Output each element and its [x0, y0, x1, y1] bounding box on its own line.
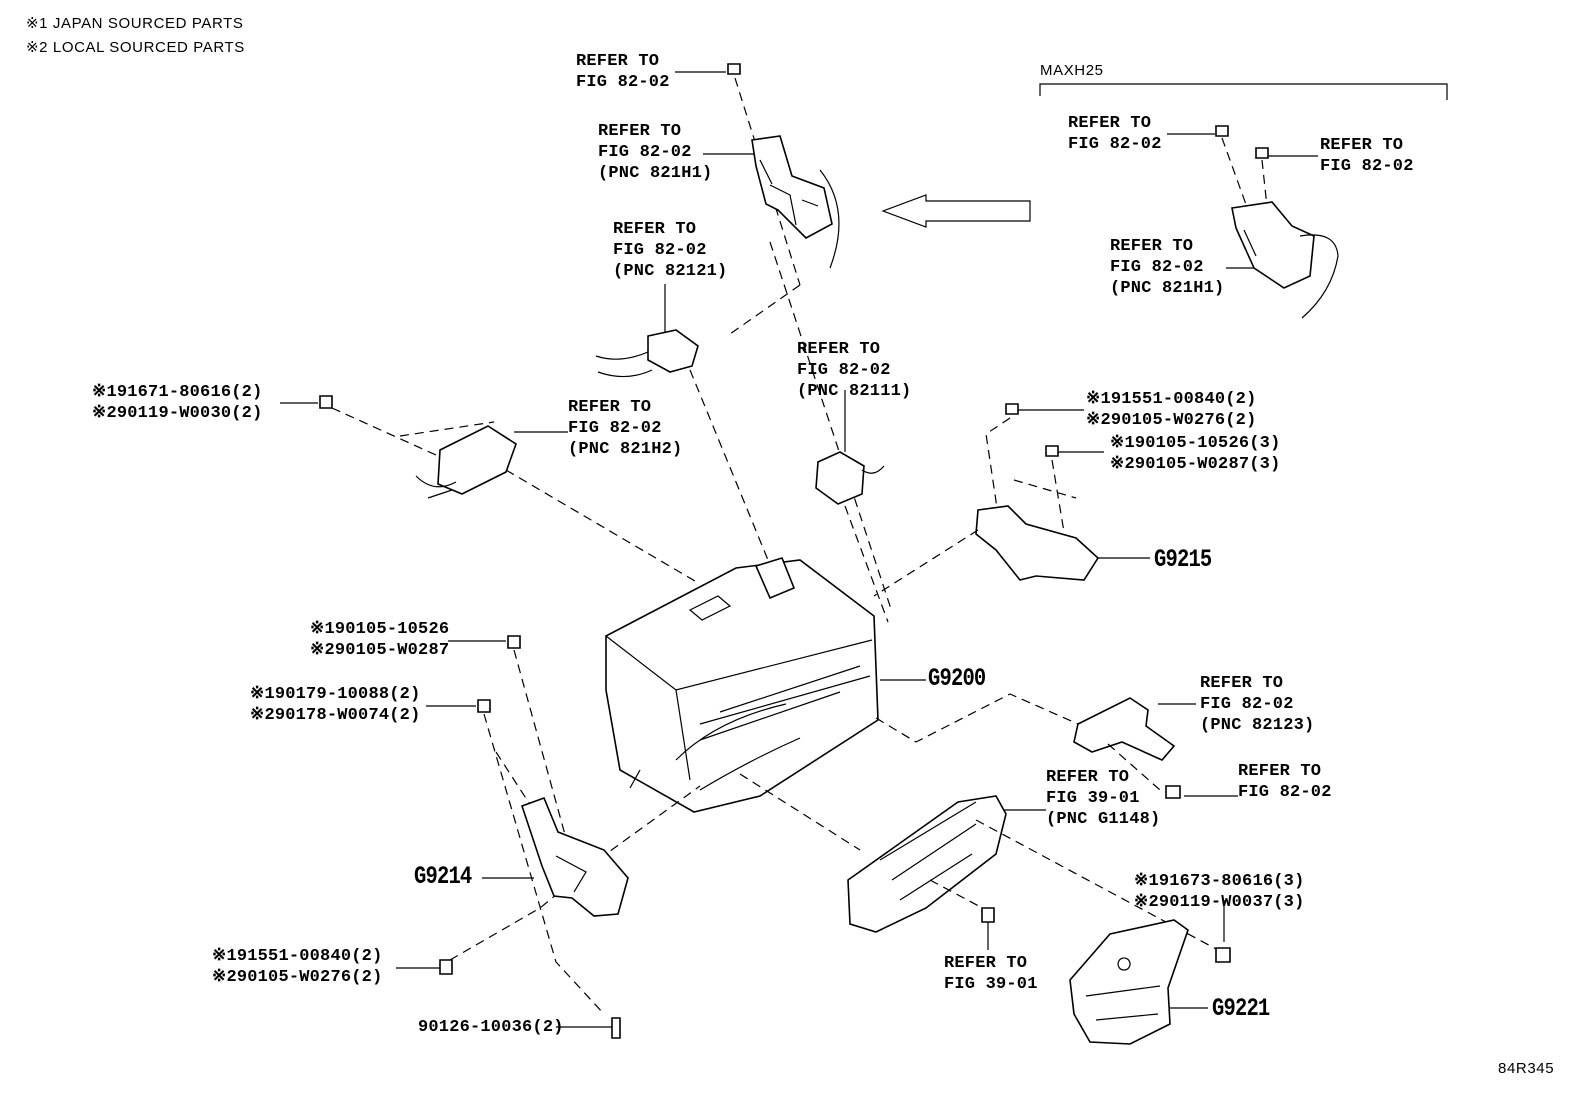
pn-lower-right-bolt: ※191673-80616(3)※290119-W0037(3)	[1134, 872, 1305, 912]
note-japan-sourced: ※1 JAPAN SOURCED PARTS	[26, 15, 244, 32]
inverter-assembly-g9200	[605, 557, 926, 813]
left-arrow-icon	[881, 194, 1031, 228]
bracket-g9215	[873, 403, 1150, 597]
upper-bracket-821h1	[703, 135, 893, 613]
code-g9215: G9215	[1154, 545, 1212, 574]
note-local-sourced: ※2 LOCAL SOURCED PARTS	[26, 39, 245, 56]
pn-stud: 90126-10036(2)	[418, 1018, 564, 1037]
guard-g9221	[1069, 900, 1231, 1045]
code-g9214: G9214	[414, 862, 472, 891]
connector-82121	[595, 284, 769, 561]
code-g9200: G9200	[928, 664, 986, 693]
pn-upper-right-bolt-a: ※191551-00840(2)※290105-W0276(2)	[1086, 390, 1257, 430]
inset-bracket-821h1	[1167, 125, 1339, 319]
sensor-82111	[815, 390, 889, 623]
pipe-82123	[875, 693, 1238, 799]
sensor-821h2	[280, 395, 701, 585]
pn-upper-right-bolt-b: ※190105-10526(3)※290105-W0287(3)	[1110, 434, 1281, 474]
pn-lower-left-bolt: ※191551-00840(2)※290105-W0276(2)	[212, 947, 383, 987]
figure-id: 84R345	[1498, 1060, 1555, 1077]
variant-bracket	[1039, 83, 1448, 100]
code-g9221: G9221	[1212, 994, 1270, 1023]
pn-mid-left-bolt-a: ※190105-10526※290105-W0287	[310, 620, 450, 660]
variant-label: MAXH25	[1040, 62, 1104, 79]
pn-mid-left-bolt-b: ※190179-10088(2)※290178-W0074(2)	[250, 685, 421, 725]
bracket-g9214	[396, 635, 701, 1039]
pn-upper-left-bolt: ※191671-80616(2)※290119-W0030(2)	[92, 383, 263, 423]
